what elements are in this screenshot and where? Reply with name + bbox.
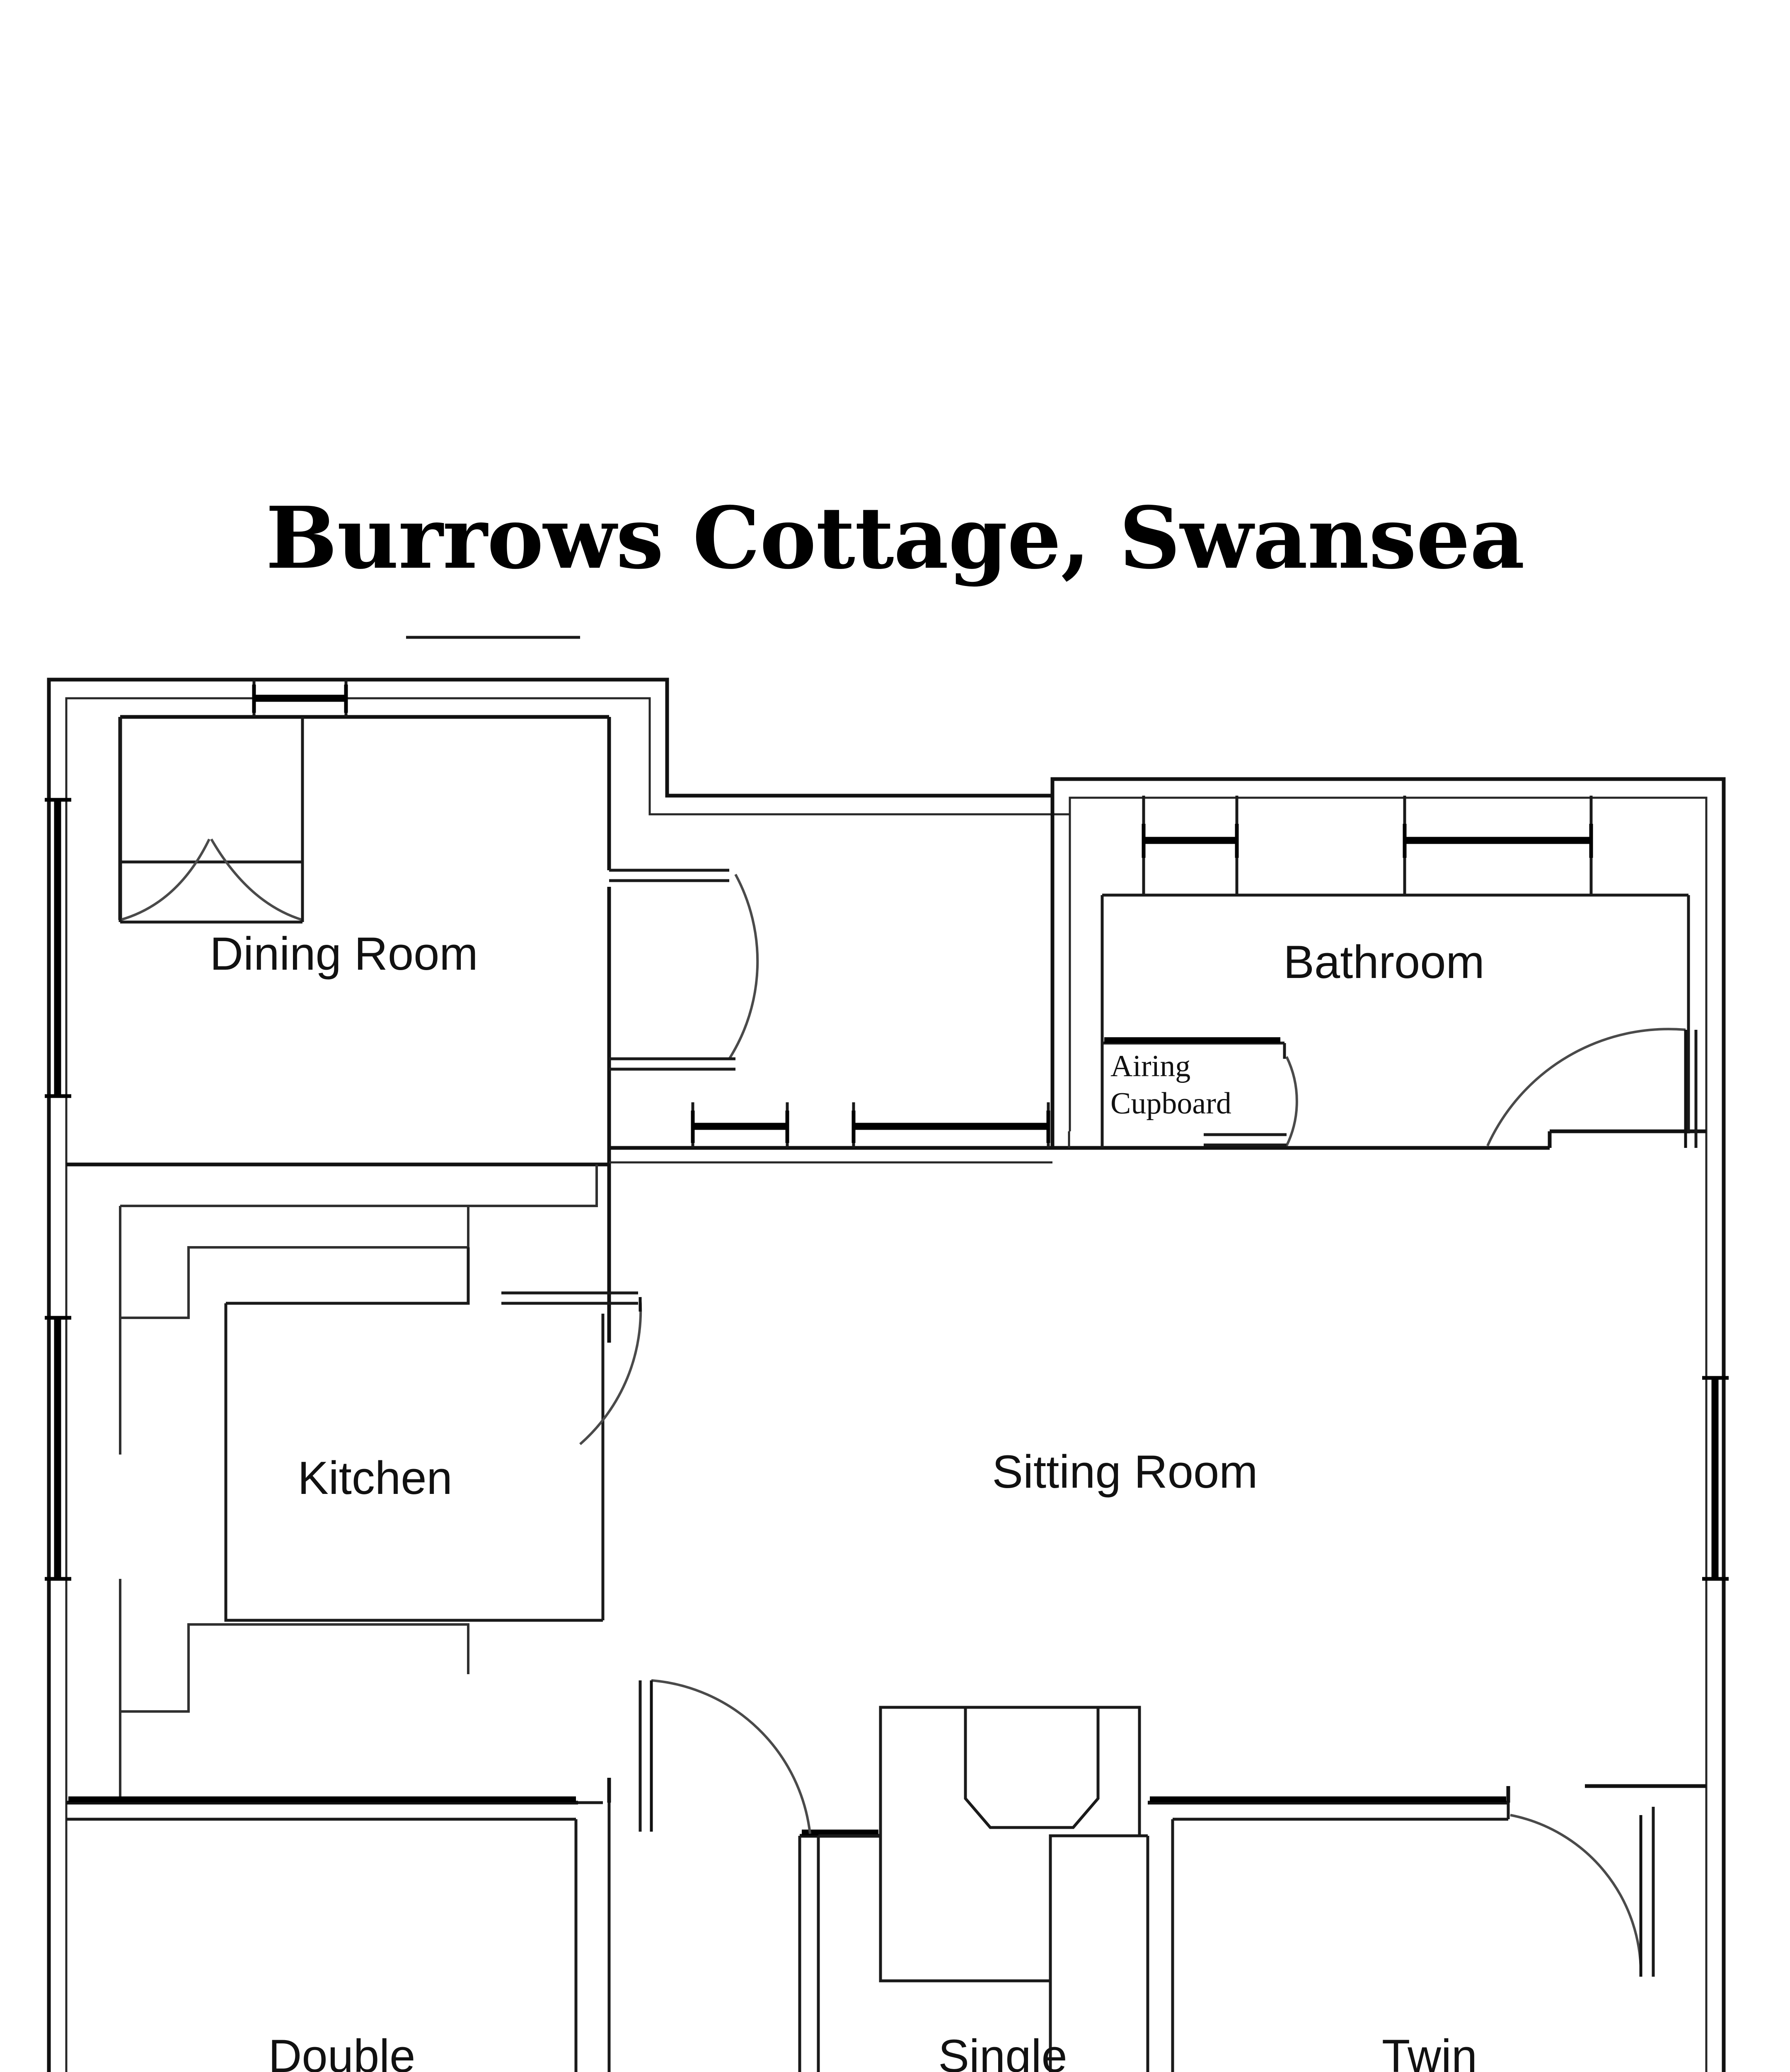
room-label-airing-cupboard-line1: Airing — [1110, 1049, 1190, 1083]
window-bathroom-right — [1403, 796, 1593, 895]
door-bathroom — [1486, 1028, 1698, 1148]
room-label-double-bedroom-line1: Double — [268, 2030, 416, 2072]
window-bathroom-left — [1142, 796, 1239, 895]
room-label-sitting-room: Sitting Room — [992, 1446, 1258, 1498]
window-sitting-north-right — [851, 1102, 1050, 1148]
french-door-arc-right — [210, 838, 303, 921]
room-label-twin-bedroom-line1: Twin — [1382, 2030, 1477, 2072]
room-label-dining-room: Dining Room — [210, 928, 478, 980]
room-dining-room: Dining Room — [66, 715, 611, 1343]
floor-plan-drawing: Dining Room — [45, 636, 1729, 2072]
bedroom-band-walls — [66, 1784, 1706, 1838]
window-sitting-east — [1702, 1376, 1729, 1581]
room-label-kitchen: Kitchen — [298, 1452, 452, 1504]
door-hall-to-sitting — [639, 1679, 811, 1834]
french-door-arc-left — [120, 838, 210, 921]
room-twin-bedroom: Twin Bedroom — [1171, 1803, 1510, 2072]
window-dining-top — [252, 680, 348, 717]
room-double-bedroom: Double Bedroom — [66, 1818, 578, 2072]
room-single-bedroom: Single Bedroom — [817, 1706, 1149, 2072]
page-title: Burrows Cottage, Swansea — [266, 489, 1525, 588]
building-outline — [47, 678, 1726, 2072]
airing-cupboard: Airing Cupboard — [1101, 1037, 1298, 1148]
room-label-bathroom: Bathroom — [1283, 936, 1485, 988]
window-dining-left — [45, 798, 71, 1098]
window-sitting-north-left — [691, 1102, 789, 1148]
door-twin-bedroom — [1510, 1807, 1655, 1977]
door-dining-to-sitting — [609, 869, 759, 1071]
door-kitchen-to-sitting — [501, 1291, 642, 1445]
room-kitchen: Kitchen — [119, 1164, 605, 1804]
room-sitting-room: Sitting Room — [609, 1129, 1706, 1498]
room-label-airing-cupboard-line2: Cupboard — [1110, 1087, 1231, 1121]
room-label-single-bedroom-line1: Single — [938, 2030, 1067, 2072]
window-kitchen-left — [45, 1316, 71, 1581]
room-hall: Hall — [607, 1778, 801, 2072]
